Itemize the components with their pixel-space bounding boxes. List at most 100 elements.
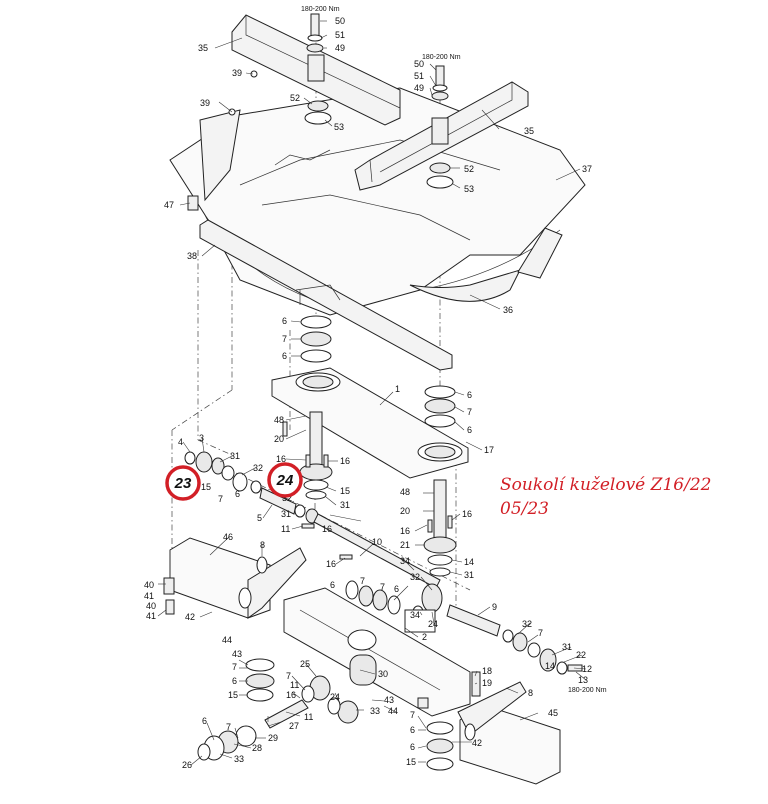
callout-14: 14 [464, 557, 474, 567]
callout-32: 32 [282, 493, 292, 503]
torque-note-top-left: 180-200 Nm [301, 6, 340, 13]
callout-16: 16 [276, 454, 286, 464]
callout-20: 20 [274, 434, 284, 444]
callout-6: 6 [330, 580, 335, 590]
callout-2: 2 [422, 632, 427, 642]
callout-4: 4 [178, 437, 183, 447]
callout-6: 6 [202, 716, 207, 726]
callout-6: 6 [282, 351, 287, 361]
caption: Soukolí kuželové Z16/22 05/23 [500, 475, 711, 519]
callout-7: 7 [380, 582, 385, 592]
torque-note-top-right: 180-200 Nm [422, 54, 461, 61]
mounting-beam-right-35 [354, 81, 529, 191]
callout-6: 6 [282, 316, 287, 326]
callout-28: 28 [252, 743, 262, 753]
callout-8: 8 [260, 540, 265, 550]
callout-31: 31 [464, 570, 474, 580]
callout-47: 47 [164, 200, 174, 210]
callout-53: 53 [464, 184, 474, 194]
callout-5: 5 [257, 513, 262, 523]
callout-6: 6 [410, 742, 415, 752]
callout-51: 51 [335, 30, 345, 40]
callout-53: 53 [334, 122, 344, 132]
caption-date: 05/23 [500, 499, 549, 519]
callout-29: 29 [268, 733, 278, 743]
callout-37: 37 [582, 164, 592, 174]
highlight-badge-23: 23 [165, 465, 201, 501]
callout-12: 12 [582, 664, 592, 674]
callout-51: 51 [414, 71, 424, 81]
callout-49: 49 [414, 83, 424, 93]
callout-7: 7 [467, 407, 472, 417]
callout-49: 49 [335, 43, 345, 53]
callout-7: 7 [232, 662, 237, 672]
callout-43: 43 [232, 649, 242, 659]
mounting-beam-left-35 [231, 14, 401, 126]
callout-34: 34 [400, 556, 410, 566]
vertical-shaft-left [282, 411, 333, 500]
callout-7: 7 [360, 576, 365, 586]
callout-25: 25 [300, 659, 310, 669]
upper-bearing-stack-right [424, 385, 456, 428]
callout-16: 16 [326, 559, 336, 569]
callout-1: 1 [395, 384, 400, 394]
callout-6: 6 [232, 676, 237, 686]
callout-50: 50 [414, 59, 424, 69]
callout-13: 13 [578, 675, 588, 685]
callout-40: 40 [144, 580, 154, 590]
callout-39: 39 [232, 68, 242, 78]
callout-7: 7 [410, 710, 415, 720]
center-bearings [345, 580, 401, 615]
callout-26: 26 [182, 760, 192, 770]
callout-6: 6 [467, 390, 472, 400]
callout-21: 21 [400, 540, 410, 550]
horizontal-drive-left [184, 451, 441, 589]
guard-skirt-36 [199, 109, 563, 302]
bracket-46 [163, 537, 307, 619]
callout-31: 31 [281, 509, 291, 519]
callout-17: 17 [484, 445, 494, 455]
callout-34: 34 [410, 610, 420, 620]
callout-50: 50 [335, 16, 345, 26]
upper-bearing-stack-left [300, 315, 332, 363]
lower-left-parts [197, 658, 359, 761]
callout-32: 32 [410, 572, 420, 582]
callout-52: 52 [290, 93, 300, 103]
callout-32: 32 [522, 619, 532, 629]
torque-notes: 180-200 Nm 180-200 Nm 180-200 Nm [301, 6, 607, 694]
caption-title: Soukolí kuželové Z16/22 [500, 475, 711, 495]
callout-10: 10 [372, 537, 382, 547]
callout-24: 24 [330, 692, 340, 702]
callout-48: 48 [400, 487, 410, 497]
callout-15: 15 [406, 757, 416, 767]
callout-15: 15 [340, 486, 350, 496]
callout-15: 15 [228, 690, 238, 700]
callout-31: 31 [230, 451, 240, 461]
callout-33: 33 [370, 706, 380, 716]
callout-40: 40 [146, 601, 156, 611]
callout-6: 6 [235, 489, 240, 499]
callout-35: 35 [524, 126, 534, 136]
callout-27: 27 [289, 721, 299, 731]
callout-6: 6 [410, 725, 415, 735]
callout-31: 31 [340, 500, 350, 510]
badge-23-label: 23 [174, 475, 192, 492]
callout-7: 7 [218, 494, 223, 504]
callout-16: 16 [322, 524, 332, 534]
callout-numbers: 50 51 49 35 39 39 52 53 50 51 49 35 52 5… [144, 16, 592, 770]
gearbox-plate-1 [271, 367, 469, 479]
callout-8: 8 [528, 688, 533, 698]
callout-24: 24 [428, 619, 438, 629]
torque-note-bottom-right: 180-200 Nm [568, 687, 607, 694]
callout-41: 41 [146, 611, 156, 621]
callout-48: 48 [274, 415, 284, 425]
callout-7: 7 [538, 628, 543, 638]
callout-16: 16 [340, 456, 350, 466]
callout-19: 19 [482, 678, 492, 688]
callout-7: 7 [282, 334, 287, 344]
callout-41: 41 [144, 591, 154, 601]
callout-3: 3 [199, 433, 204, 443]
callout-43: 43 [384, 695, 394, 705]
callout-9: 9 [492, 602, 497, 612]
callout-11: 11 [290, 680, 299, 690]
